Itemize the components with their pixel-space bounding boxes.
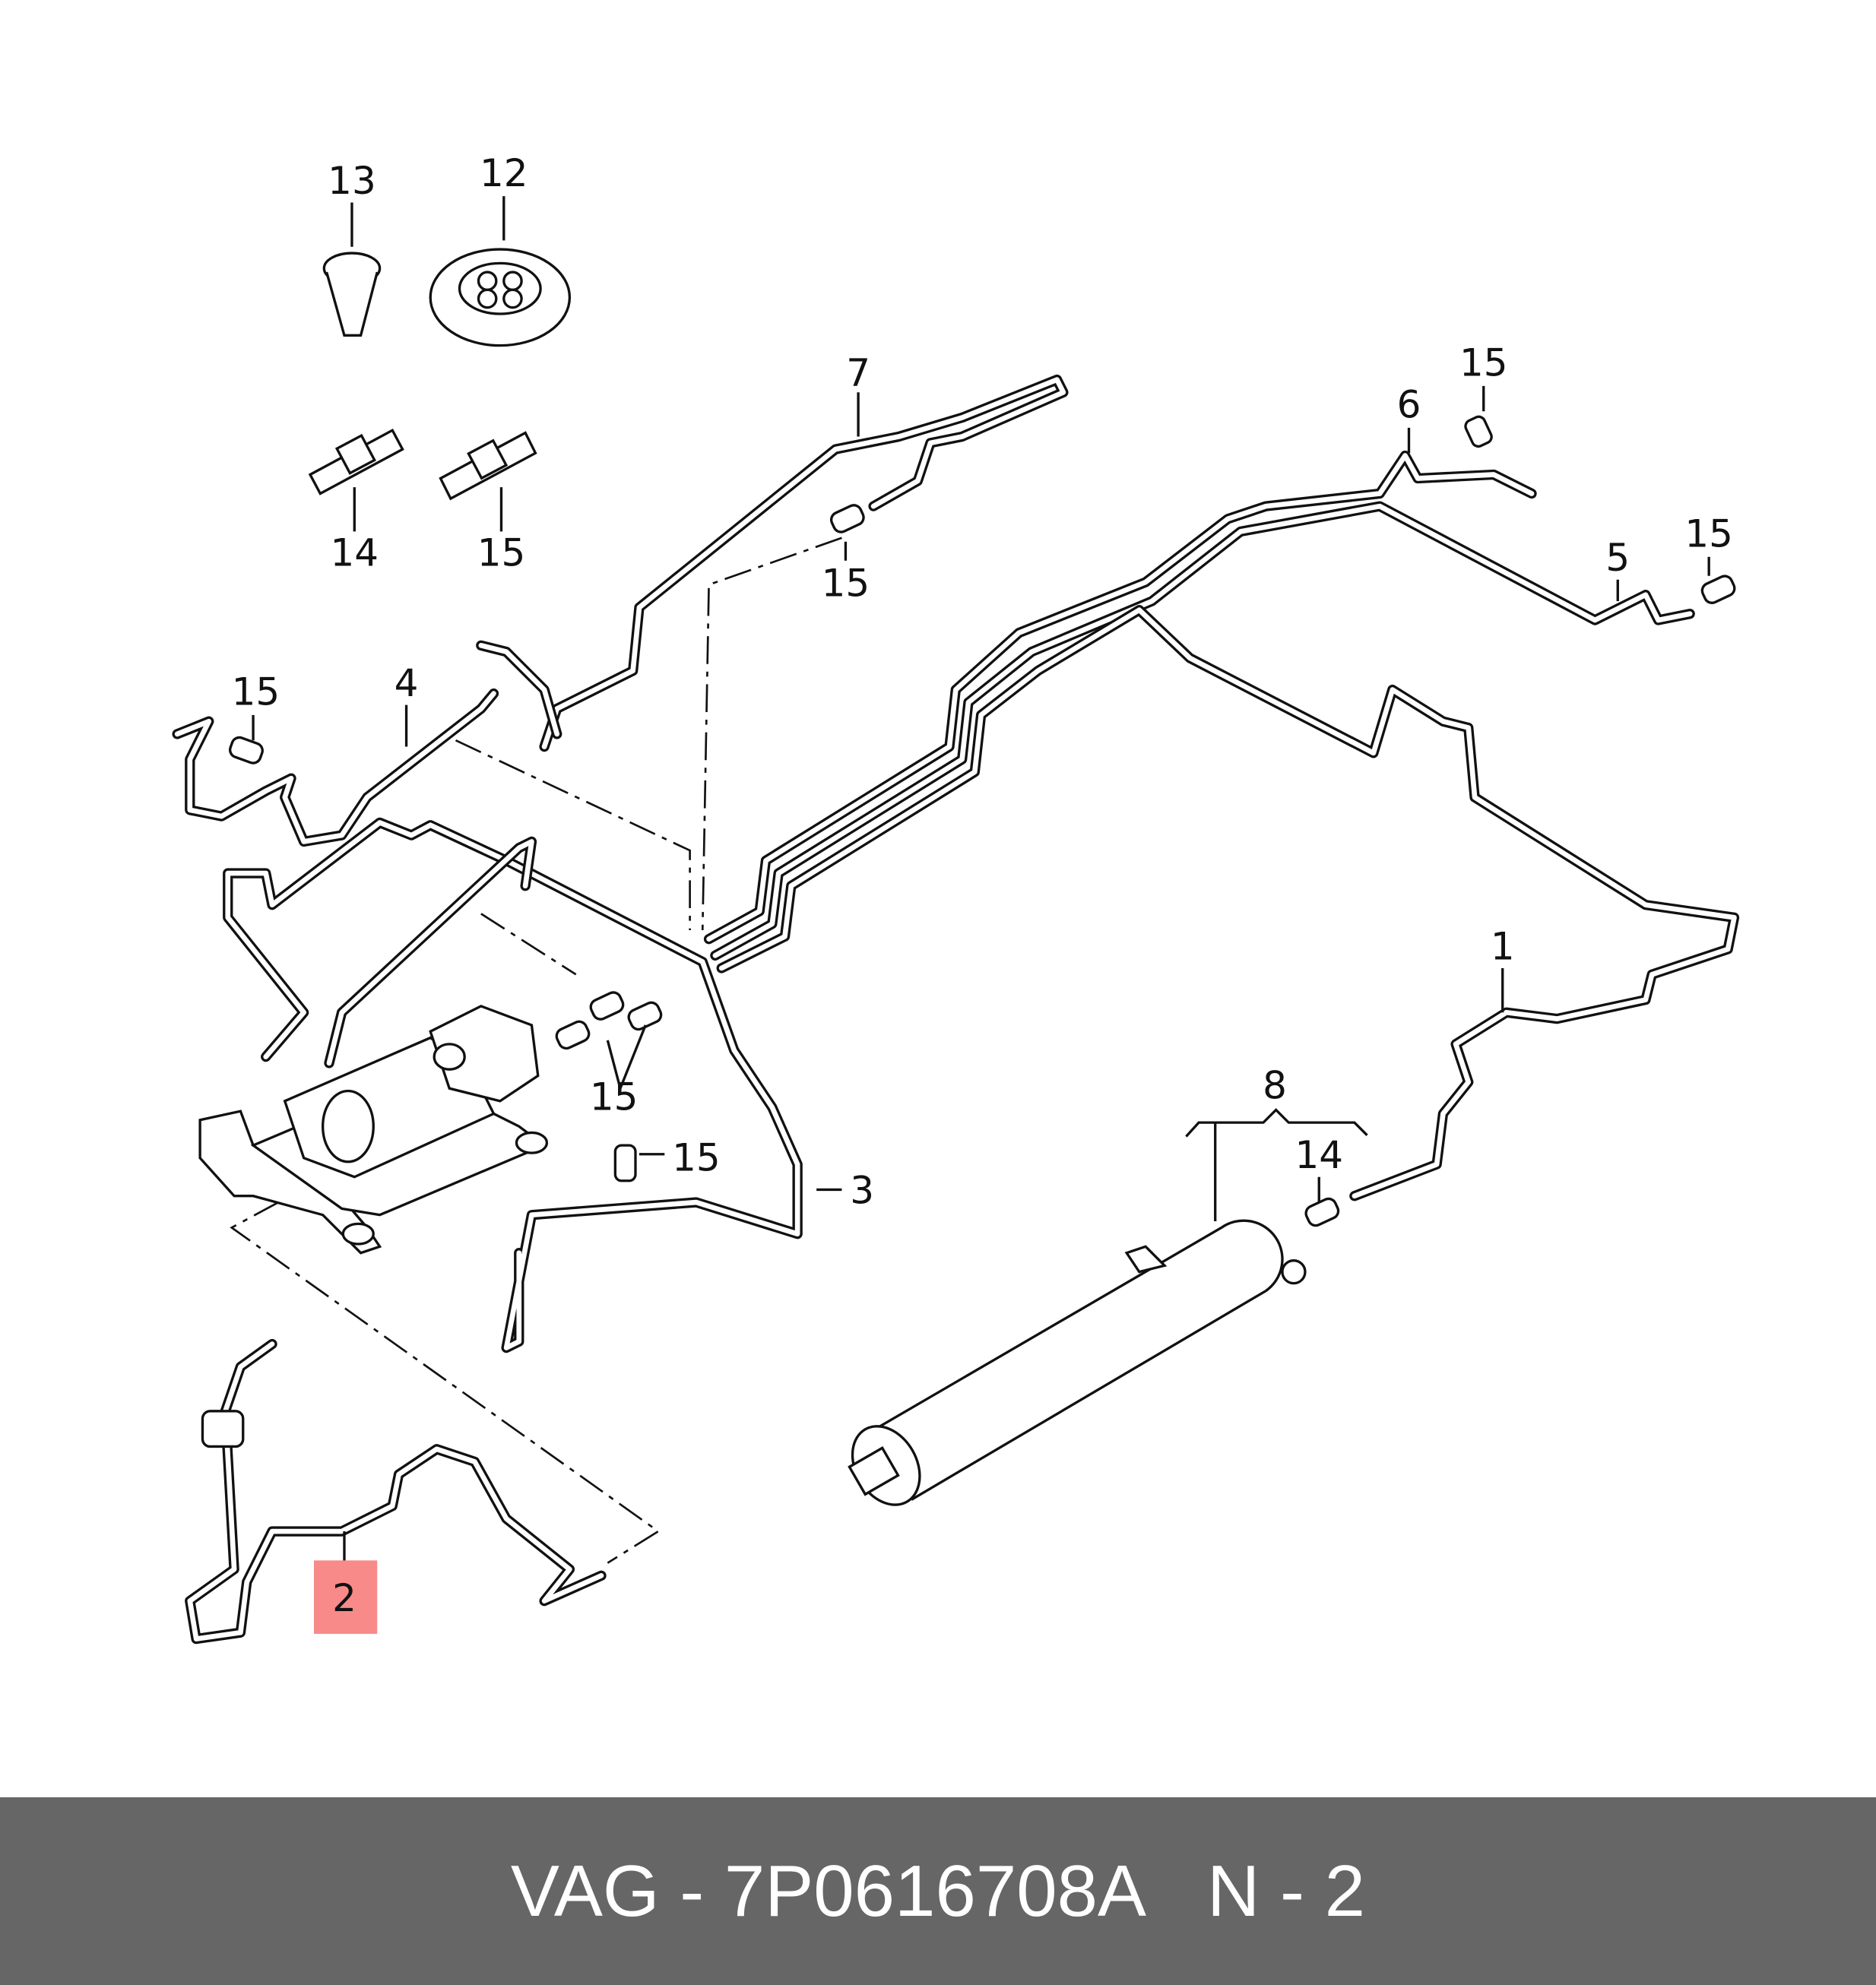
separator: - xyxy=(659,1850,724,1932)
callout-15: 15 xyxy=(822,561,870,605)
pipe-1 xyxy=(716,605,1740,1201)
part-15-connector xyxy=(439,431,537,501)
part-number: 7P0616708A xyxy=(724,1850,1147,1932)
small-plugs xyxy=(228,415,1736,1227)
callout-labels: 13 12 14 15 7 15 6 5 15 15 15 4 1 8 14 1… xyxy=(232,151,1733,1620)
callout-15: 15 xyxy=(232,670,280,714)
pipe-3b xyxy=(324,640,562,1068)
callout-6: 6 xyxy=(1397,383,1421,427)
callout-8: 8 xyxy=(1263,1063,1287,1107)
pipe-5 xyxy=(710,501,1695,961)
callout-13: 13 xyxy=(328,159,376,203)
callout-15: 15 xyxy=(590,1075,639,1119)
callout-12: 12 xyxy=(480,151,528,195)
callout-1: 1 xyxy=(1491,924,1515,968)
callout-2: 2 xyxy=(332,1576,357,1620)
part-12-grommet xyxy=(429,248,572,347)
brand-label: VAG xyxy=(510,1850,660,1932)
leader-lines xyxy=(230,537,842,1564)
callout-15: 15 xyxy=(672,1135,721,1179)
callout-14: 14 xyxy=(331,530,379,575)
pipe-4 xyxy=(172,688,499,847)
callout-15: 15 xyxy=(1459,341,1508,385)
highlight-box xyxy=(313,1560,378,1634)
hose-clip xyxy=(201,1410,245,1448)
part-8-pressure-reservoir xyxy=(848,1219,1307,1506)
parts-diagram: 13 12 14 15 7 15 6 5 15 15 15 4 1 8 14 1… xyxy=(172,151,1740,1645)
position-label: N - 2 xyxy=(1207,1850,1366,1932)
pipe-6 xyxy=(703,450,1537,945)
pipe-3 xyxy=(223,817,803,1353)
callout-leaders xyxy=(252,196,1710,1563)
callout-7: 7 xyxy=(846,351,870,395)
callout-4: 4 xyxy=(395,661,419,705)
compressor-unit xyxy=(198,1005,549,1255)
part-number-banner: VAG - 7P0616708A N - 2 xyxy=(0,1797,1876,1985)
callout-14: 14 xyxy=(1295,1133,1343,1177)
callout-15: 15 xyxy=(477,530,526,575)
callout-15: 15 xyxy=(1684,511,1733,556)
pipe-2 xyxy=(185,1338,607,1645)
pipe-7 xyxy=(539,374,1069,752)
callout-3: 3 xyxy=(850,1169,874,1213)
part-14-connector xyxy=(308,428,404,495)
part-13-grommet xyxy=(322,252,382,337)
callout-5: 5 xyxy=(1605,536,1630,580)
